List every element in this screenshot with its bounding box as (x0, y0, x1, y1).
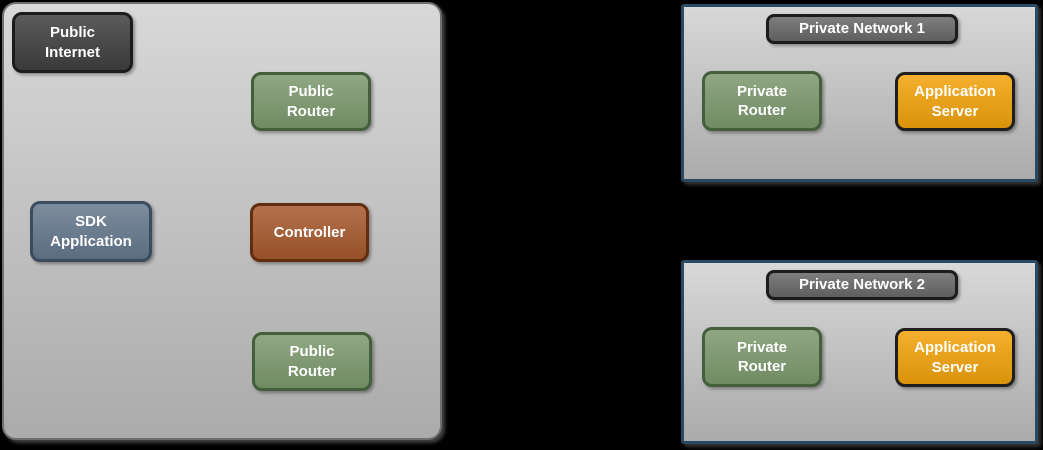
node-public-router-top-label: Public Router (286, 83, 336, 120)
node-sdk-application-label: SDK Application (50, 213, 132, 250)
node-application-server-1: Application Server (895, 72, 1015, 131)
node-private-router-1: Private Router (702, 71, 822, 131)
node-private-router-2: Private Router (702, 327, 822, 387)
node-controller-label: Controller (273, 223, 346, 241)
node-private-router-2-label: Private Router (736, 338, 788, 375)
node-controller: Controller (250, 203, 369, 262)
private-network-1-zone: Private Network 1 Private Router Applica… (681, 4, 1038, 182)
node-application-server-2: Application Server (895, 328, 1015, 387)
private-network-2-zone: Private Network 2 Private Router Applica… (681, 260, 1038, 444)
node-application-server-1-label: Application Server (914, 83, 996, 120)
node-sdk-application: SDK Application (30, 201, 152, 262)
node-private-router-1-label: Private Router (736, 82, 788, 119)
node-public-router-bottom-label: Public Router (287, 343, 337, 380)
node-public-internet: Public Internet (12, 12, 133, 73)
private-network-2-title-label: Private Network 2 (799, 276, 925, 294)
node-public-router-bottom: Public Router (252, 332, 372, 391)
public-internet-zone: Public Internet Public Router SDK Applic… (2, 2, 442, 440)
private-network-2-title: Private Network 2 (766, 270, 958, 300)
private-network-1-title-label: Private Network 1 (799, 20, 925, 38)
private-network-1-title: Private Network 1 (766, 14, 958, 44)
node-public-internet-label: Public Internet (44, 24, 100, 61)
node-application-server-2-label: Application Server (914, 339, 996, 376)
node-public-router-top: Public Router (251, 72, 371, 131)
